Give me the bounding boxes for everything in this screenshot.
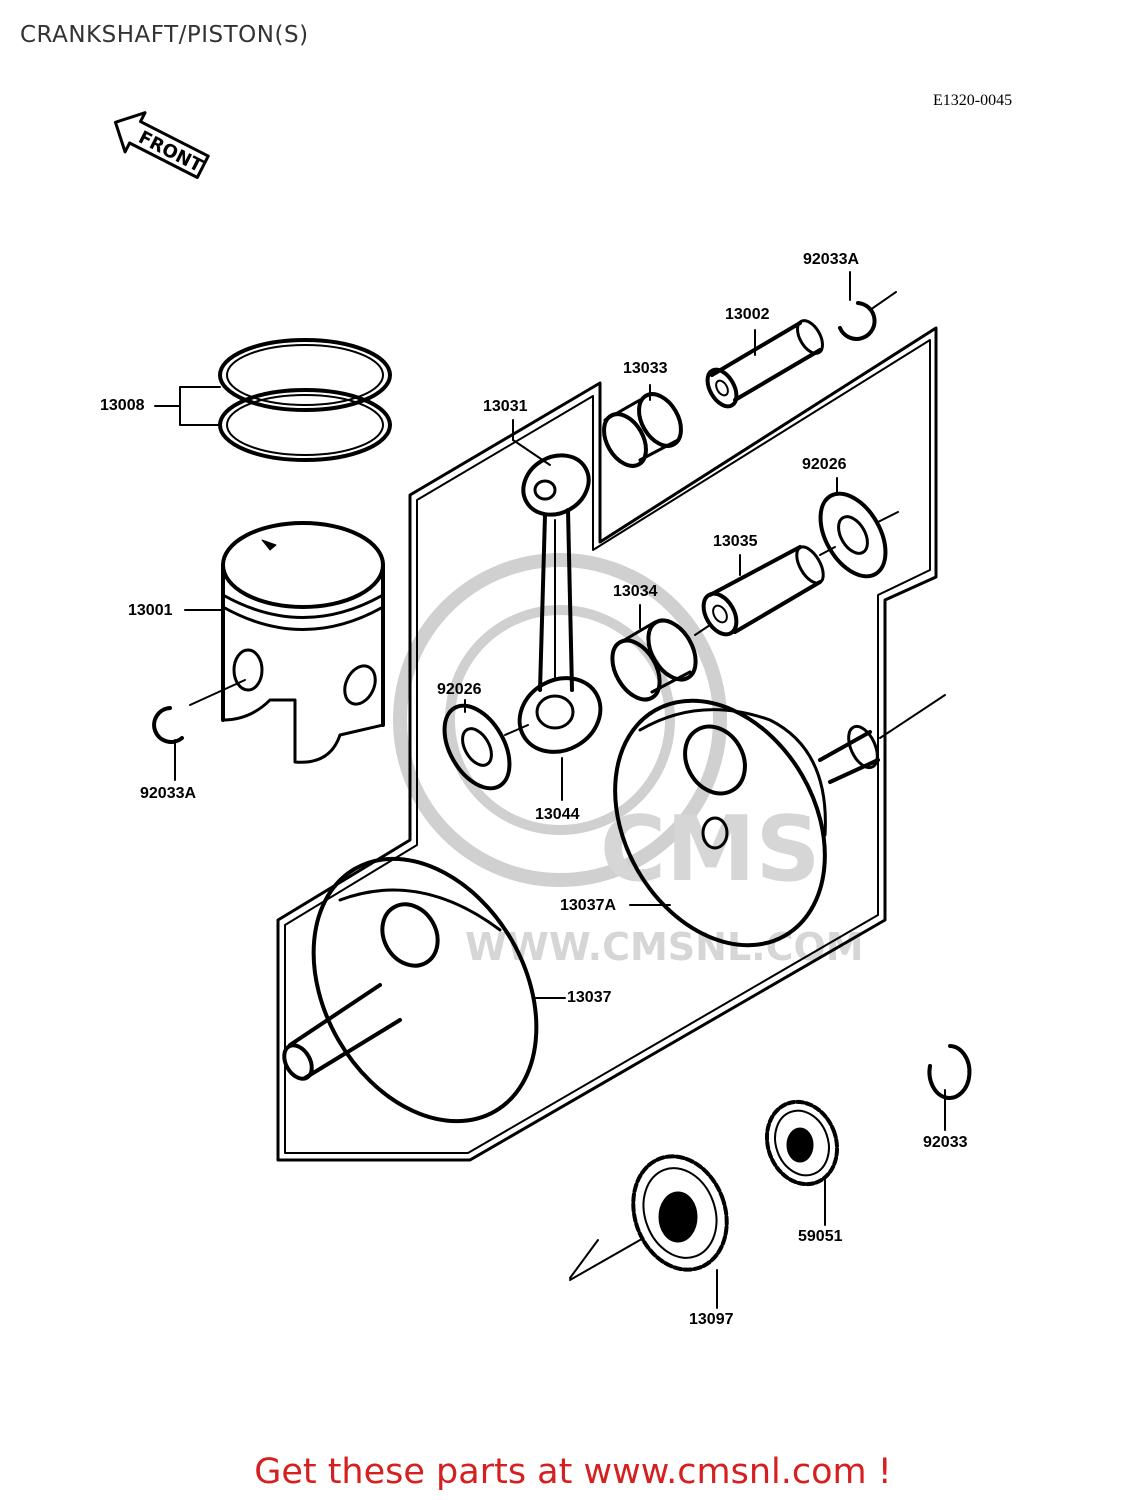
diagram-code: E1320-0045 bbox=[933, 92, 1013, 109]
part-label-13034[interactable]: 13034 bbox=[613, 583, 658, 600]
crankpin bbox=[701, 545, 836, 637]
part-label-92033a-left[interactable]: 92033A bbox=[140, 785, 197, 802]
piston-pin bbox=[705, 319, 824, 409]
circlip-left bbox=[152, 679, 246, 781]
part-label-13044[interactable]: 13044 bbox=[535, 806, 580, 823]
part-label-92026-left[interactable]: 92026 bbox=[437, 681, 482, 698]
thrust-washer-left bbox=[442, 699, 529, 791]
page-title: CRANKSHAFT/PISTON(S) bbox=[20, 22, 309, 48]
part-label-13035[interactable]: 13035 bbox=[713, 533, 758, 550]
part-label-13097[interactable]: 13097 bbox=[689, 1311, 734, 1328]
thrust-washer-right bbox=[818, 477, 899, 579]
big-end-bearing bbox=[610, 604, 711, 702]
circlip-gear bbox=[927, 1044, 972, 1131]
primary-gear bbox=[764, 1099, 840, 1226]
piston bbox=[184, 521, 385, 764]
part-label-13033[interactable]: 13033 bbox=[623, 360, 668, 377]
part-label-13031[interactable]: 13031 bbox=[483, 398, 528, 415]
part-label-13001[interactable]: 13001 bbox=[128, 602, 173, 619]
crank-half-left bbox=[282, 856, 566, 1124]
connecting-rod bbox=[512, 419, 603, 754]
crank-gear bbox=[569, 1154, 729, 1309]
part-label-13037a[interactable]: 13037A bbox=[560, 897, 617, 914]
part-label-92026-right[interactable]: 92026 bbox=[802, 456, 847, 473]
small-end-bearing bbox=[602, 384, 683, 468]
piston-rings bbox=[154, 338, 392, 462]
part-label-13037[interactable]: 13037 bbox=[567, 989, 612, 1006]
part-label-13002[interactable]: 13002 bbox=[725, 306, 770, 323]
footer-call-to-action[interactable]: Get these parts at www.cmsnl.com ! bbox=[254, 1452, 892, 1492]
part-label-92033[interactable]: 92033 bbox=[923, 1134, 968, 1151]
part-label-59051[interactable]: 59051 bbox=[798, 1228, 843, 1245]
part-label-92033a-top[interactable]: 92033A bbox=[803, 251, 860, 268]
crank-half-right bbox=[613, 694, 946, 948]
part-label-13008[interactable]: 13008 bbox=[100, 397, 145, 414]
front-arrow-icon: FRONT bbox=[113, 111, 210, 179]
circlip-top bbox=[838, 271, 897, 341]
watermark-text: CMS bbox=[600, 797, 820, 902]
